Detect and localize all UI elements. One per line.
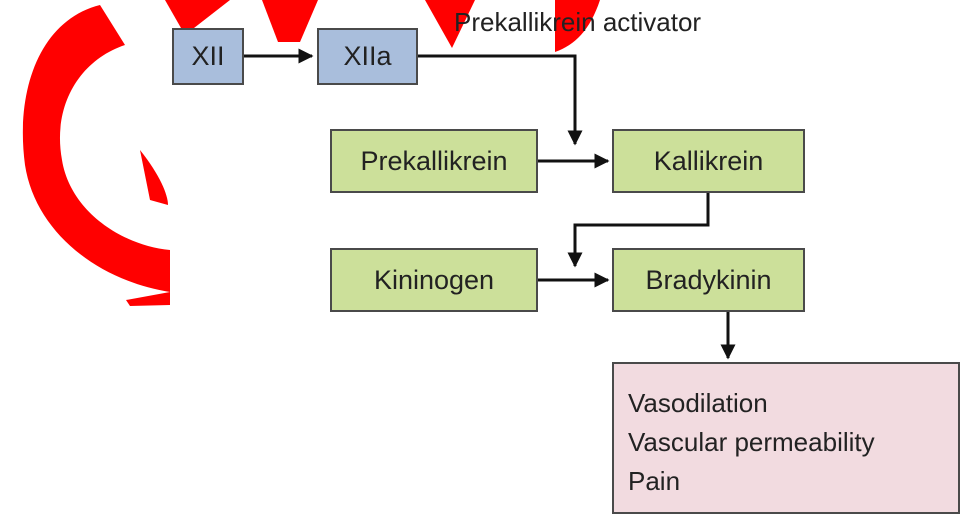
outcome-vascular-permeability: Vascular permeability bbox=[628, 427, 875, 457]
edge-label-prekallikrein-activator: Prekallikrein activator bbox=[454, 7, 702, 37]
arrow-xiia-to-prekallikrein-junction bbox=[418, 54, 583, 146]
red-stamp-mark bbox=[22, 0, 600, 306]
node-xii: XII bbox=[172, 28, 244, 85]
outcome-vasodilation: Vasodilation bbox=[628, 388, 768, 418]
node-kallikrein: Kallikrein bbox=[612, 129, 805, 193]
node-bradykinin: Bradykinin bbox=[612, 248, 805, 312]
outcome-pain: Pain bbox=[628, 466, 681, 496]
arrow-kallikrein-to-kininogen-junction bbox=[567, 193, 710, 268]
node-xiia: XIIa bbox=[317, 28, 418, 85]
outcomes-box: Vasodilation Vascular permeability Pain bbox=[612, 362, 960, 514]
node-prekallikrein: Prekallikrein bbox=[330, 129, 538, 193]
node-kininogen: Kininogen bbox=[330, 248, 538, 312]
